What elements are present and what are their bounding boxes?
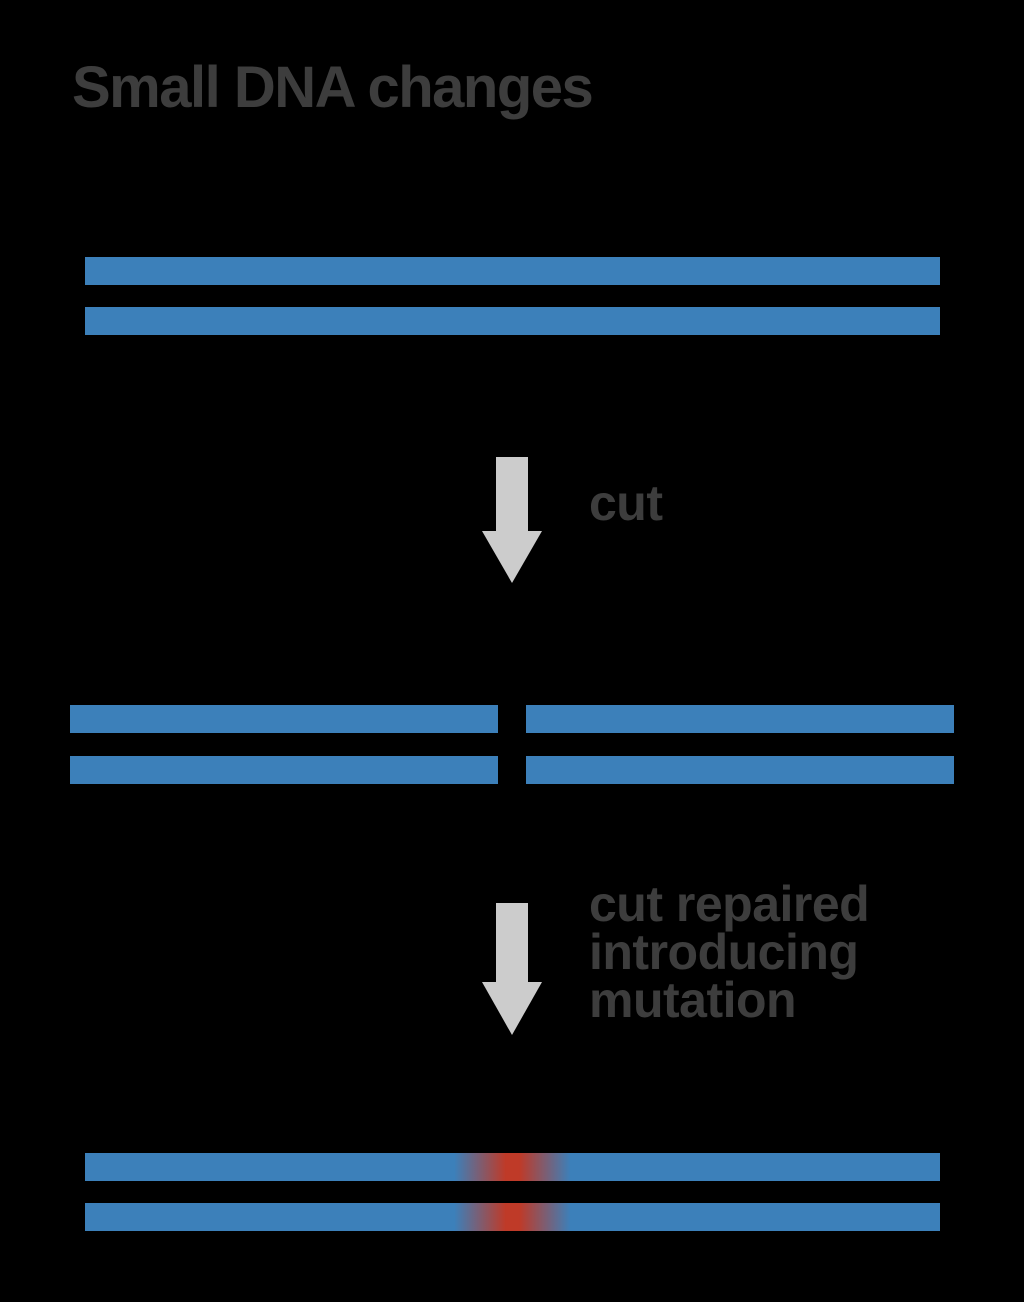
arrow-shaft	[496, 903, 528, 984]
cut-step-label: cut	[589, 475, 663, 531]
dna-strand-top	[85, 257, 940, 285]
down-arrow-icon	[482, 903, 542, 1035]
repair-step-label-line: introducing	[589, 924, 859, 980]
dna-strand-bottom	[85, 307, 940, 335]
cut-dna-strand-bottom-right	[526, 756, 954, 784]
repair-step-label-line: cut repaired	[589, 876, 870, 932]
page-title: Small DNA changes	[72, 55, 594, 120]
mutated-dna-strand-top	[85, 1153, 940, 1181]
repair-step-label-line: mutation	[589, 972, 797, 1028]
down-arrow-icon	[482, 457, 542, 583]
arrow-head	[482, 982, 542, 1035]
mutated-dna-strand-bottom	[85, 1203, 940, 1231]
arrow-shaft	[496, 457, 528, 533]
cut-dna-strand-top-left	[70, 705, 498, 733]
repair-step-label: cut repaired introducing mutation	[589, 879, 870, 1025]
cut-dna-strand-bottom-left	[70, 756, 498, 784]
arrow-head	[482, 531, 542, 583]
cut-dna-strand-top-right	[526, 705, 954, 733]
